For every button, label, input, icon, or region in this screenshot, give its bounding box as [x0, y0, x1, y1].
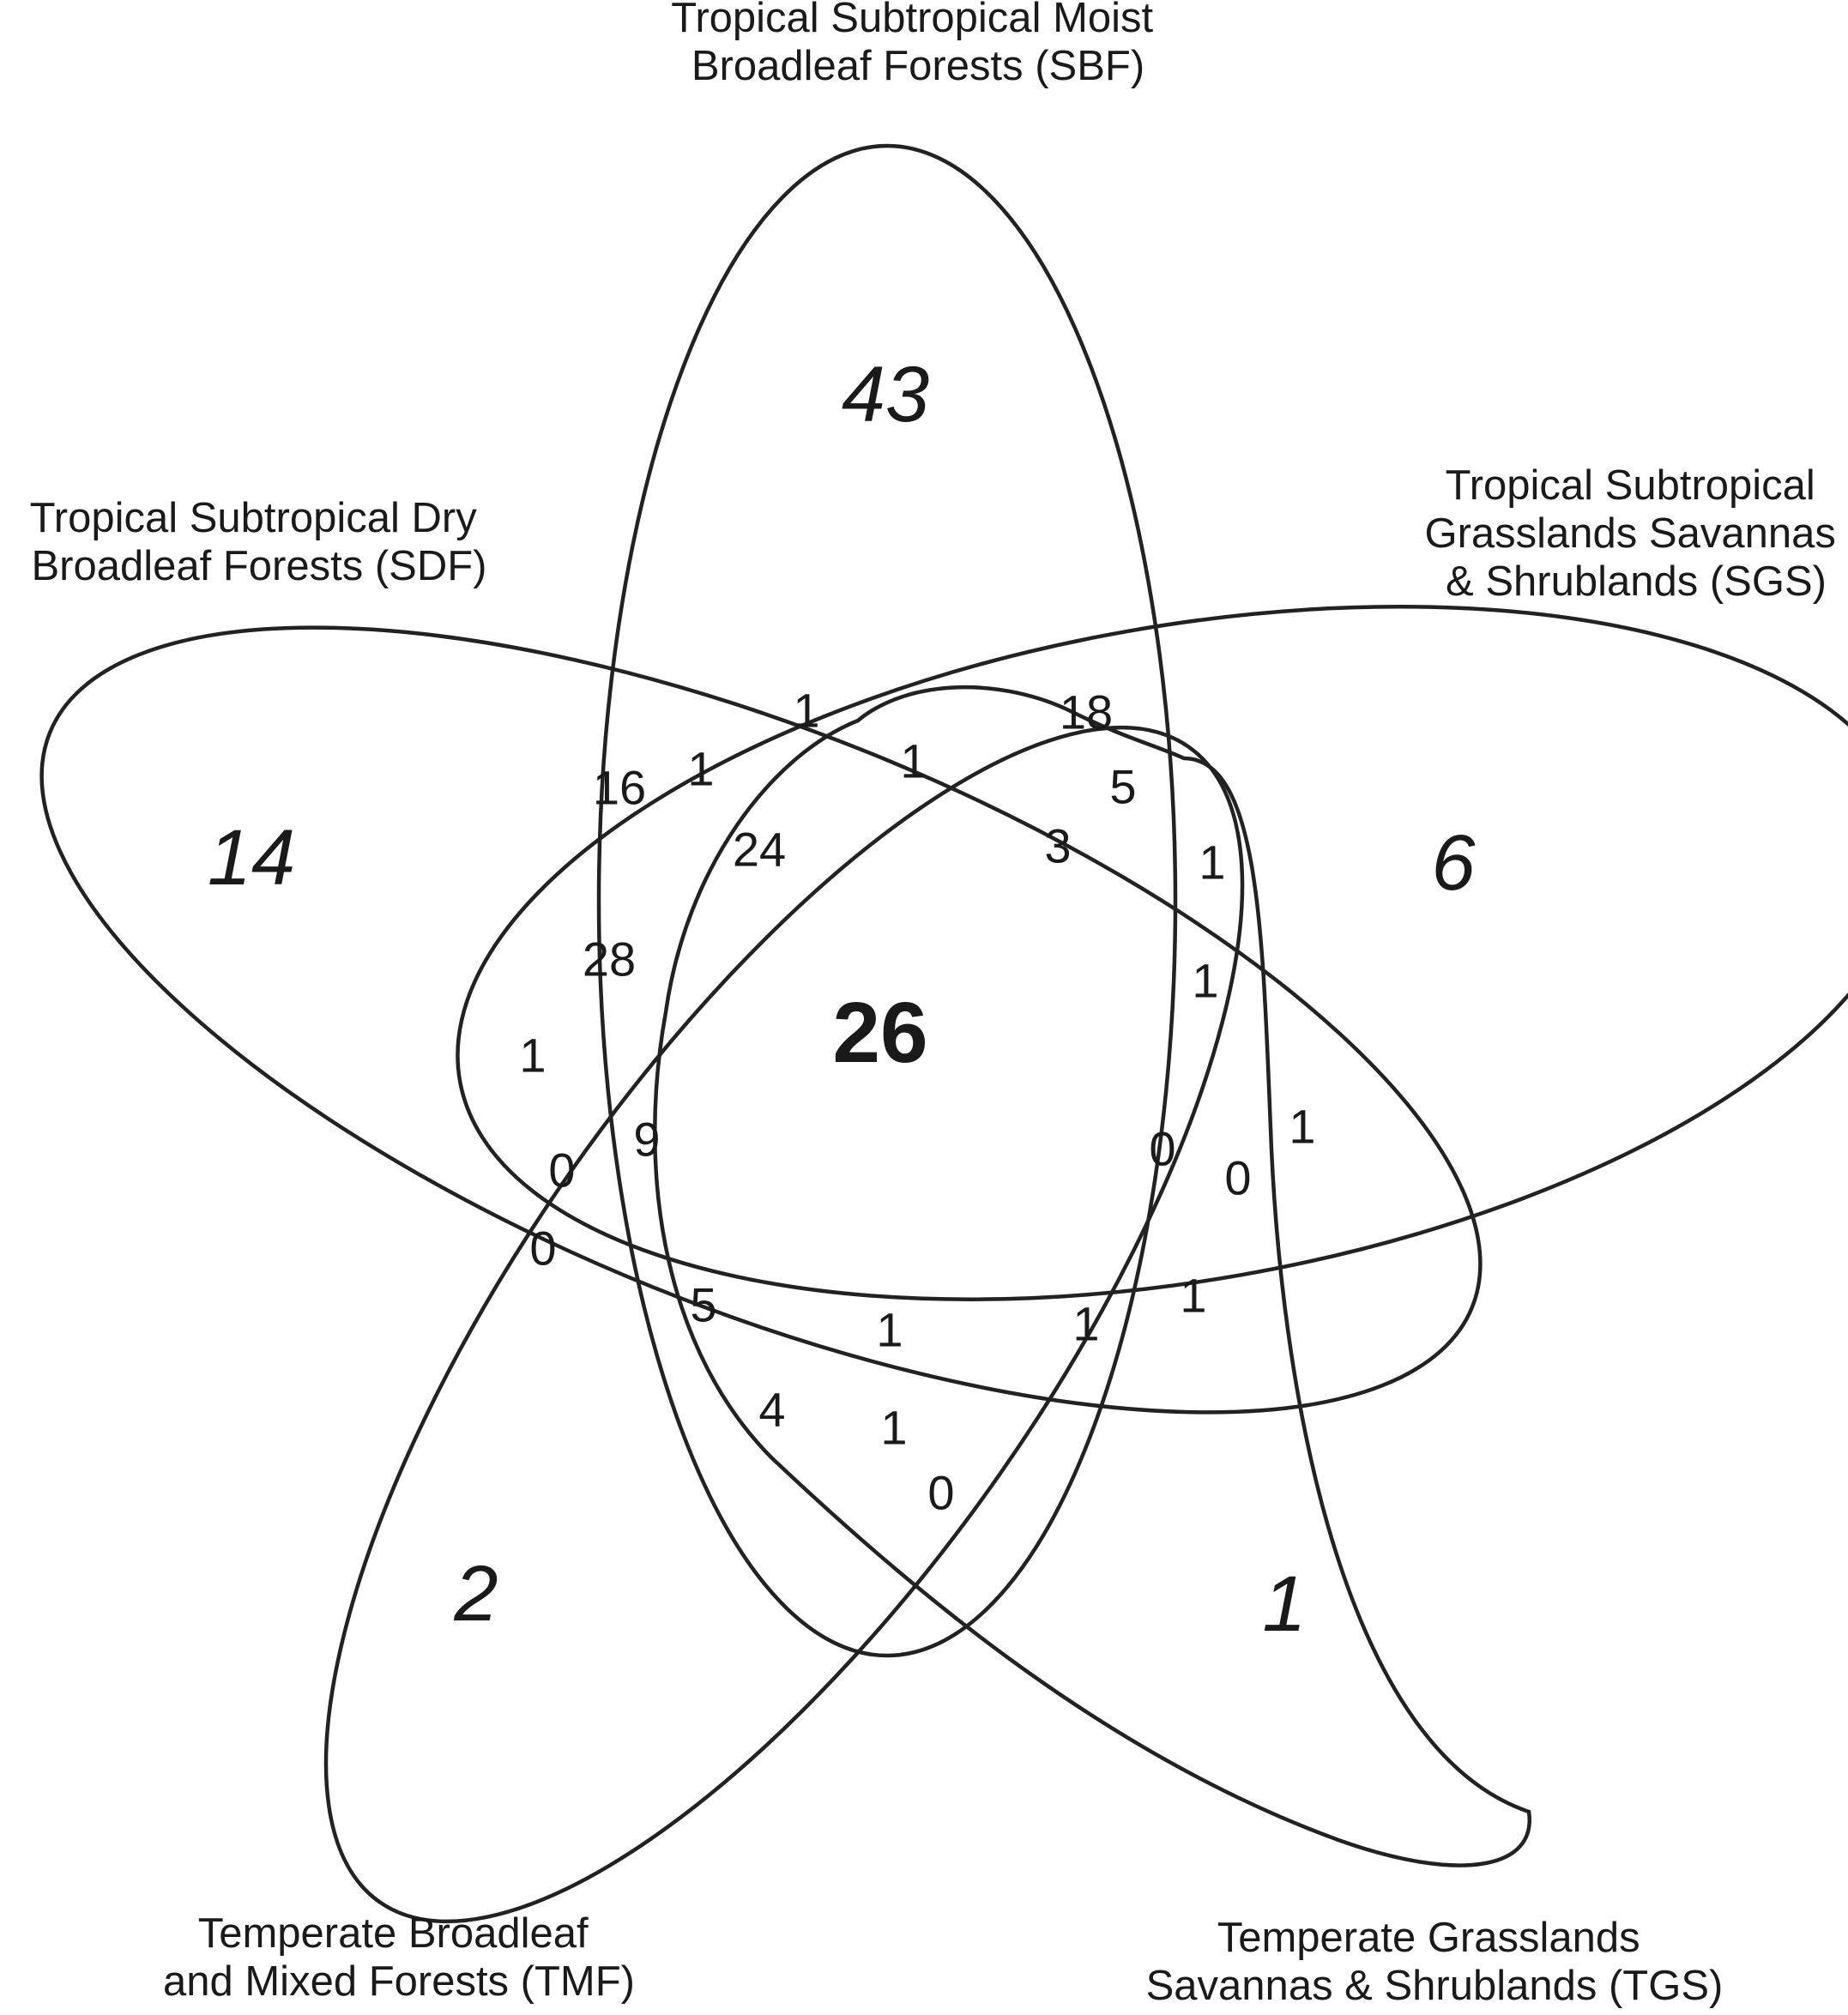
- region-count: 5: [690, 1278, 716, 1332]
- set-label-tmf-line-1: Temperate Broadleaf: [198, 1910, 589, 1957]
- exclusive-count-tgs: 1: [1262, 1560, 1306, 1648]
- region-count: 18: [1060, 685, 1113, 739]
- region-count: 5: [1109, 760, 1136, 814]
- region-count: 1: [793, 684, 819, 738]
- region-count: 1: [1289, 1100, 1315, 1154]
- region-count: 1: [900, 734, 927, 788]
- region-count: 1: [880, 1401, 907, 1455]
- region-count: 1: [876, 1303, 903, 1357]
- region-count: 1: [1199, 836, 1225, 890]
- set-label-tmf: Temperate Broadleaf and Mixed Forests (T…: [163, 1910, 635, 2005]
- region-count: 4: [758, 1383, 785, 1437]
- set-label-sgs-line-3: & Shrublands (SGS): [1446, 558, 1827, 605]
- set-outline-tmf: [323, 725, 1245, 1924]
- region-count: 28: [583, 932, 636, 986]
- set-outline-sbf: [596, 143, 1178, 1658]
- exclusive-count-sgs: 6: [1431, 819, 1476, 907]
- region-count: 0: [927, 1466, 954, 1520]
- set-label-sdf-line-1: Tropical Subtropical Dry: [30, 495, 478, 541]
- set-label-sgs-line-1: Tropical Subtropical: [1446, 462, 1815, 509]
- set-label-tgs-line-1: Temperate Grasslands: [1217, 1915, 1640, 1961]
- region-count: 1: [1180, 1269, 1206, 1323]
- set-outline-tgs: [653, 685, 1531, 1867]
- region-count: 9: [633, 1113, 660, 1167]
- set-label-tgs-line-2: Savannas & Shrublands (TGS): [1146, 1963, 1724, 2009]
- set-label-sdf-line-2: Broadleaf Forests (SDF): [32, 543, 487, 589]
- region-count: 3: [1044, 819, 1071, 873]
- set-label-sgs: Tropical Subtropical Grasslands Savannas…: [1424, 462, 1847, 605]
- set-label-sbf-line-2: Broadleaf Forests (SBF): [691, 43, 1144, 89]
- core-count: 26: [832, 985, 927, 1081]
- set-label-sdf: Tropical Subtropical Dry Broadleaf Fores…: [30, 495, 489, 589]
- set-outline-sgs: [456, 605, 1848, 1301]
- set-label-sgs-line-2: Grasslands Savannas: [1424, 510, 1835, 557]
- set-label-tmf-line-2: and Mixed Forests (TMF): [163, 1958, 635, 2005]
- region-count: 0: [548, 1143, 575, 1198]
- exclusive-count-sbf: 43: [842, 351, 929, 438]
- set-outline-sdf: [39, 625, 1483, 1415]
- region-count: 0: [1149, 1122, 1175, 1176]
- region-count: 16: [593, 761, 646, 815]
- region-count: 0: [1224, 1151, 1251, 1205]
- region-count: 24: [733, 823, 786, 877]
- region-count: 1: [1072, 1297, 1099, 1351]
- exclusive-count-sdf: 14: [208, 814, 295, 902]
- exclusive-count-tmf: 2: [453, 1550, 498, 1638]
- region-count: 1: [519, 1029, 546, 1083]
- region-count: 0: [529, 1222, 556, 1276]
- set-label-tgs: Temperate Grasslands Savannas & Shrublan…: [1146, 1915, 1724, 2009]
- set-label-sbf-line-1: Tropical Subtropical Moist: [671, 0, 1153, 41]
- region-count: 1: [1192, 954, 1218, 1008]
- region-count: 1: [687, 742, 714, 796]
- set-label-sbf: Tropical Subtropical Moist Broadleaf For…: [671, 0, 1165, 89]
